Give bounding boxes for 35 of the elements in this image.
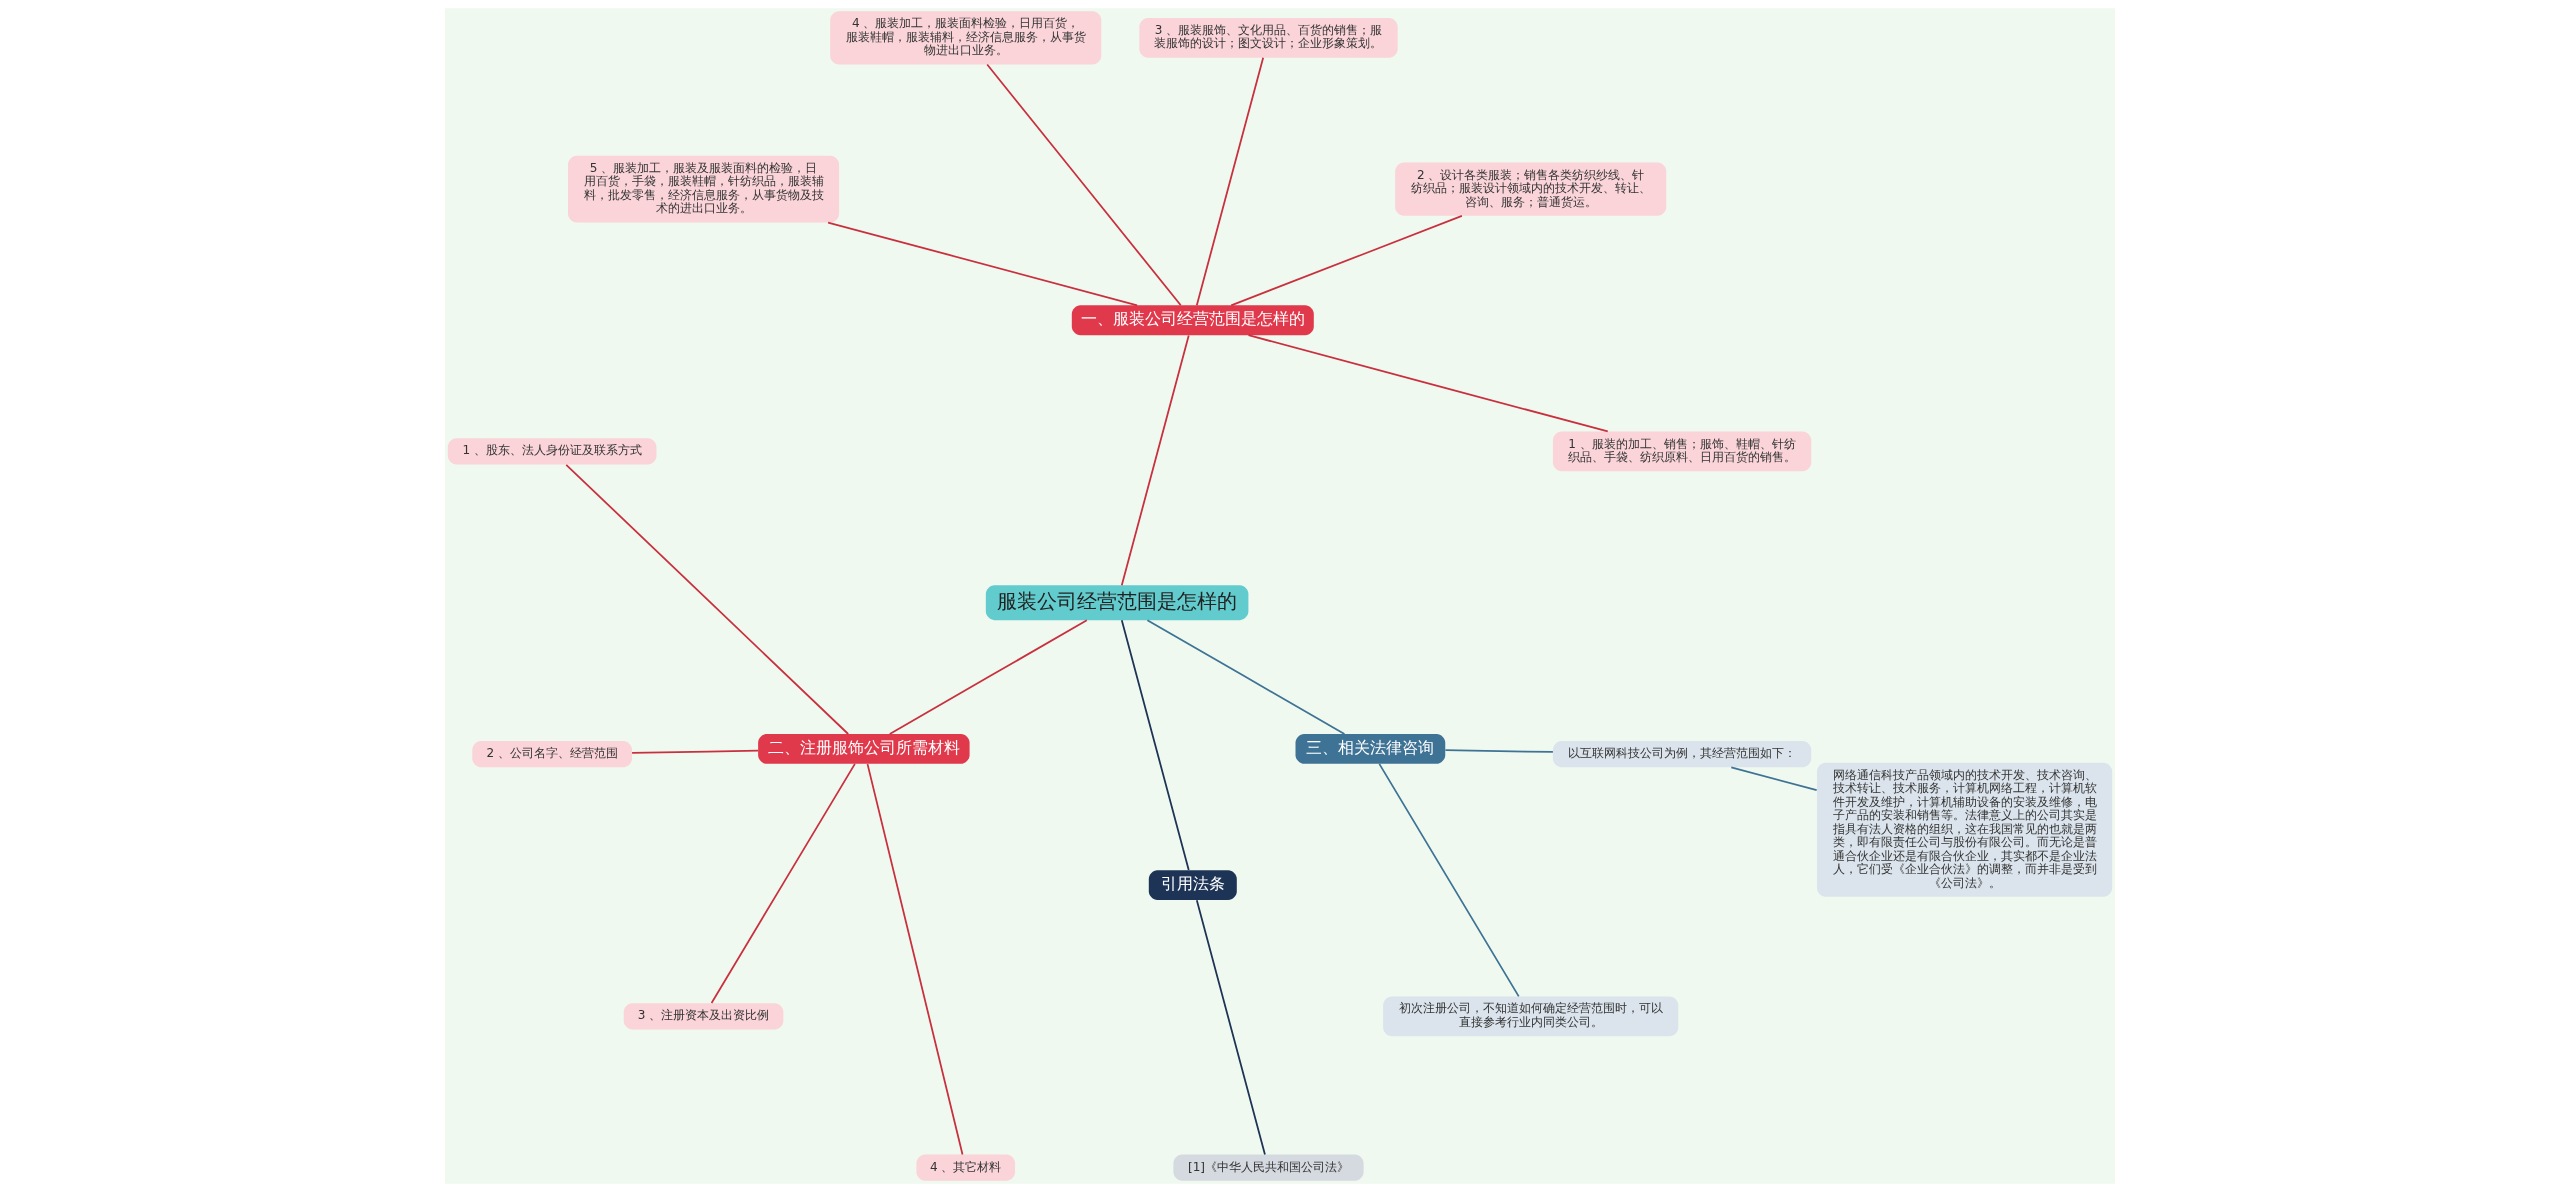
- connector: [986, 63, 1182, 307]
- node-box: 2 、公司名字、经营范围: [472, 741, 632, 768]
- connector: [888, 619, 1088, 735]
- connector: [1120, 334, 1190, 587]
- connector: [1730, 766, 1818, 792]
- connector: [1195, 56, 1265, 307]
- connector: [1378, 763, 1520, 998]
- node-box: [1]《中华人民共和国公司法》: [1173, 1154, 1364, 1181]
- node-box: 5 、服装加工，服装及服装面料的检验，日用百货，手袋，服装鞋帽，针纺织品，服装辅料，批发零售，经济信息服务，从事货物及技术的进出口业务。: [568, 155, 840, 223]
- connector: [827, 221, 1139, 307]
- node-box: 二、注册服饰公司所需材料: [758, 734, 970, 764]
- node-box: 服装公司经营范围是怎样的: [985, 585, 1249, 621]
- node-box: 三、相关法律咨询: [1295, 734, 1446, 764]
- node-box: 3 、注册资本及出资比例: [623, 1003, 784, 1030]
- node-box: 以互联网科技公司为例，其经营范围如下：: [1552, 741, 1812, 768]
- node-box: 1 、服装的加工、销售；服饰、鞋帽、针纺织品、手袋、纺织原料、日用百货的销售。: [1552, 431, 1812, 472]
- connector: [565, 463, 850, 735]
- node-box: 1 、股东、法人身份证及联系方式: [447, 438, 657, 465]
- connector: [710, 763, 856, 1004]
- connector: [1247, 334, 1609, 433]
- connector: [1444, 749, 1554, 753]
- connector: [631, 749, 759, 754]
- node-box: 初次注册公司，不知道如何确定经营范围时，可以直接参考行业内同类公司。: [1383, 996, 1679, 1037]
- node-box: 3 、服装服饰、文化用品、百货的销售；服装服饰的设计；图文设计；企业形象策划。: [1139, 17, 1398, 58]
- node-box: 一、服装公司经营范围是怎样的: [1071, 305, 1314, 336]
- node-box: 2 、设计各类服装；销售各类纺织纱线、针纺织品；服装设计领域内的技术开发、转让、咨询、服务；普通货运。: [1395, 162, 1667, 216]
- connector: [1120, 619, 1190, 871]
- node-box: 4 、服装加工，服装面料检验，日用百货，服装鞋帽，服装辅料，经济信息服务，从事货物进出口业务。: [830, 11, 1102, 65]
- node-box: 引用法条: [1148, 870, 1237, 901]
- connector: [1195, 899, 1266, 1156]
- node-box: 4 、其它材料: [916, 1154, 1016, 1181]
- node-box: 网络通信科技产品领域内的技术开发、技术咨询、技术转让、技术服务，计算机网络工程，计算机软件开发及维护，计算机辅助设备的安装及维修，电子产品的安装和销售等。法律意义上的公司其实是指具有法人资格的组织，这在我国常见的也就是两类，即有限责任公司与股份有限公司。而无论是普通合伙企业还是有限合伙企业，其实都不是企业法人，它们受《企业合伙法》的调整，而并非是受到《公司法》。: [1816, 762, 2113, 897]
- connector: [866, 763, 964, 1156]
- connector: [1230, 214, 1463, 307]
- connector: [1146, 619, 1346, 735]
